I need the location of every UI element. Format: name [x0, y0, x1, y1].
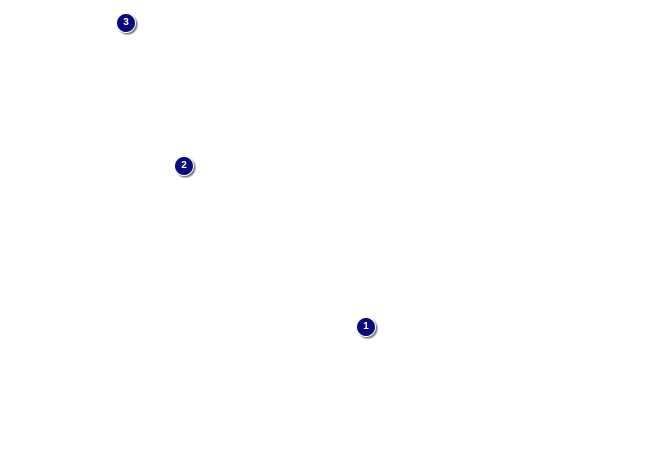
marker-1-label: 1 [363, 321, 369, 332]
numbered-marker-3[interactable]: 3 [116, 13, 136, 33]
marker-3-label: 3 [123, 17, 129, 28]
marker-2-label: 2 [181, 160, 187, 171]
numbered-marker-2[interactable]: 2 [174, 156, 194, 176]
numbered-marker-1[interactable]: 1 [356, 317, 376, 337]
